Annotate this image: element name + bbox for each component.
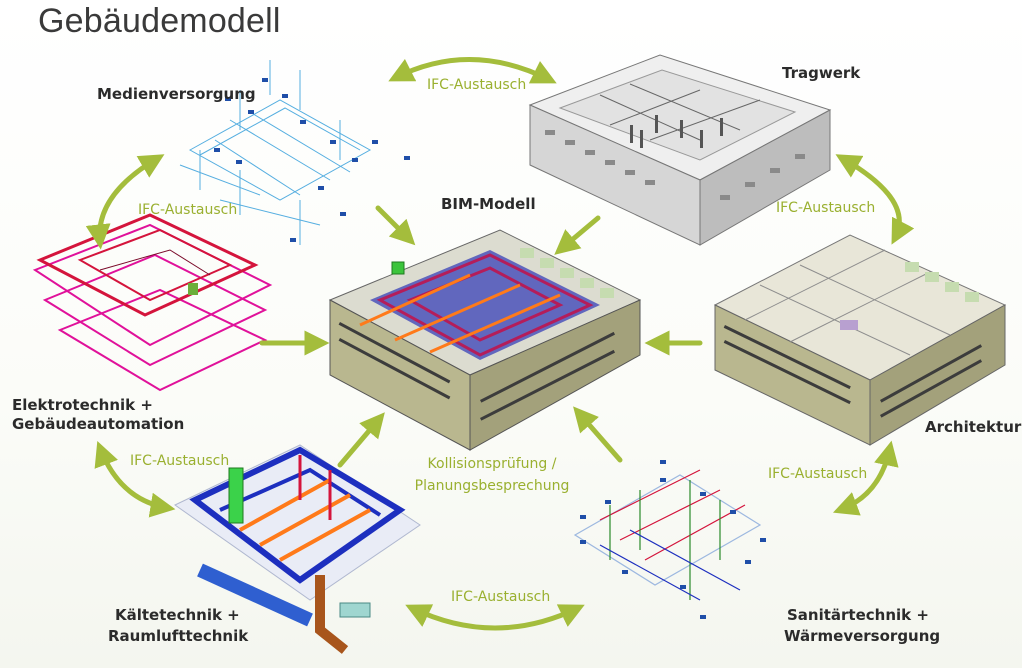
bim-model [328,229,642,451]
collision-check-note: Kollisionsprüfung / Planungsbesprechung [412,453,572,497]
exchange-arrows [85,57,915,631]
page-title: Gebäudemodell [38,2,281,40]
arrow-sanitaer-to-bim [573,406,623,463]
architektur-label: Architektur [925,418,1022,436]
architektur-model [713,234,1007,446]
ifc-exchange-right: IFC-Austausch [776,200,876,216]
ifc-exchange-top: IFC-Austausch [427,77,527,93]
arrow-kaelte-to-bim [337,412,385,468]
kaeltetechnik-model [174,444,421,654]
arrow-left-ifc [85,154,165,250]
arrow-top-ifc [388,57,557,84]
elektrotechnik-label-line2: Gebäudeautomation [12,415,185,433]
ifc-exchange-bottom-right: IFC-Austausch [768,466,868,482]
arrow-tragwerk-to-bim [554,215,601,255]
elektrotechnik-label-line1: Elektrotechnik + [12,396,153,414]
kaeltetechnik-label-line2: Raumlufttechnik [108,627,249,645]
collision-check-line2: Planungsbesprechung [414,478,570,494]
collision-check-line1: Kollisionsprüfung / [427,456,557,472]
elektrotechnik-model [32,213,273,392]
arrow-bottom-left-ifc [94,441,176,518]
arrow-bottom-right-ifc [832,440,899,516]
ifc-exchange-bottom: IFC-Austausch [451,589,551,605]
tragwerk-label: Tragwerk [782,64,861,82]
arrow-right-ifc [835,154,915,245]
sanitaertechnik-label-line2: Wärmeversorgung [784,627,941,645]
arrow-bottom-ifc [405,604,585,631]
tragwerk-model [528,54,832,246]
arrow-medien-to-bim [375,205,416,246]
ifc-exchange-bottom-left: IFC-Austausch [130,453,230,469]
bim-model-label: BIM-Modell [441,195,536,213]
sanitaertechnik-model [573,460,766,619]
medienversorgung-label: Medienversorgung [97,85,256,103]
medienversorgung-model [179,60,410,245]
ifc-exchange-left: IFC-Austausch [138,202,238,218]
kaeltetechnik-label-line1: Kältetechnik + [115,606,240,624]
sanitaertechnik-label-line1: Sanitärtechnik + [787,606,929,624]
